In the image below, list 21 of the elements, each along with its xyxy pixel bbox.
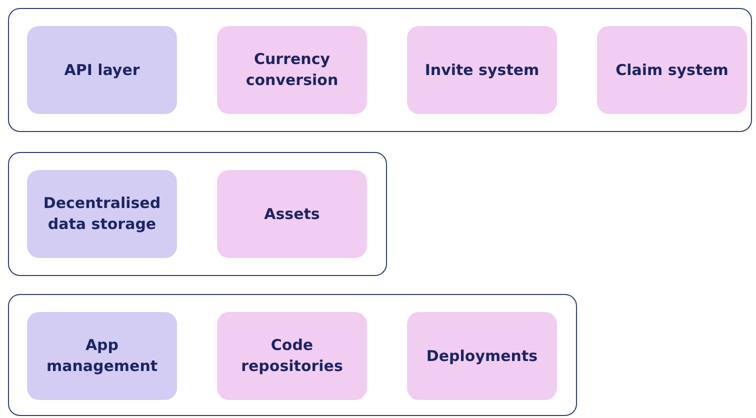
component-box [217, 312, 367, 400]
component-box [27, 312, 177, 400]
component-box [407, 312, 557, 400]
component-box [217, 26, 367, 114]
component-label: Decentralised data storage [42, 193, 162, 235]
component-label: Code repositories [240, 335, 344, 377]
component-box [407, 26, 557, 114]
component-label: Assets [264, 204, 320, 224]
component-label: API layer [64, 60, 140, 80]
component-label: Claim system [616, 60, 728, 80]
component-box [27, 26, 177, 114]
component-box [217, 170, 367, 258]
group-frame [8, 8, 752, 132]
component-box [597, 26, 747, 114]
component-label: Currency conversion [244, 49, 340, 91]
component-box [27, 170, 177, 258]
component-label: Deployments [426, 346, 538, 366]
group-frame [8, 152, 387, 276]
component-label: Invite system [424, 60, 540, 80]
component-label: App management [45, 335, 159, 377]
group-frame [8, 294, 577, 416]
